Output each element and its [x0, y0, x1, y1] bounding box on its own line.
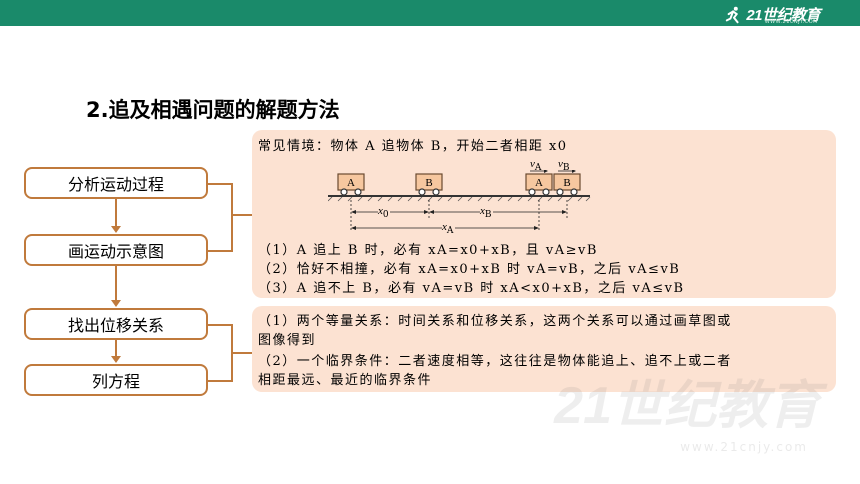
case-3: （3）A 追不上 B，必有 vA=vB 时 xA<x0+xB，之后 vA≤vB: [258, 277, 685, 296]
relation-line-2: 图像得到: [258, 333, 317, 348]
bracket-line: [208, 250, 232, 252]
bracket-line: [231, 183, 233, 252]
car-a-label: A: [535, 177, 543, 189]
case-2-text: （2）恰好不相撞，必有 xA=x0+xB 时 vA=vB，之后 vA≤vB: [258, 262, 681, 277]
arrow-down-icon: [111, 300, 121, 307]
length-label-xb: xB: [480, 205, 494, 220]
runner-logo-icon: [726, 6, 739, 23]
flow-step-analyze-motion: 分析运动过程: [24, 167, 208, 199]
relation-line-4: 相距最远、最近的临界条件: [258, 373, 433, 388]
velocity-label-b: vB: [558, 158, 572, 173]
key-relations-panel: （1）两个等量关系：时间关系和位移关系，这两个关系可以通过画草图或 图像得到 （…: [252, 306, 836, 392]
velocity-arrows: [530, 170, 576, 173]
scenario-intro-text: 常见情境：物体 A 追物体 B，开始二者相距 x0: [258, 139, 568, 154]
flow-step-label: 分析运动过程: [67, 175, 164, 194]
car-a-end: A: [525, 173, 553, 196]
bracket-line: [231, 352, 252, 354]
flow-step-label: 画运动示意图: [67, 242, 164, 261]
car-b-label: B: [425, 177, 432, 189]
brand-logo: 21世纪教育 WWW.21CNJY.COM: [725, 4, 820, 25]
case-2: （2）恰好不相撞，必有 xA=x0+xB 时 vA=vB，之后 vA≤vB: [258, 258, 680, 277]
length-label-x0: x0: [378, 205, 391, 220]
scenario-intro: 常见情境：物体 A 追物体 B，开始二者相距 x0: [258, 135, 568, 154]
flow-connector: [115, 199, 117, 226]
case-1-text: （1）A 追上 B 时，必有 xA=x0+xB，且 vA≥vB: [258, 243, 598, 258]
car-a-label: A: [347, 177, 355, 189]
relation-line-3: （2）一个临界条件：二者速度相等，这往往是物体能追上、追不上或二者: [258, 354, 732, 369]
bracket-line: [208, 183, 232, 185]
watermark-url: www.21cnjy.com: [680, 440, 808, 454]
pursuit-scenario-panel: 常见情境：物体 A 追物体 B，开始二者相距 x0 A B: [252, 130, 836, 298]
bracket-line: [231, 214, 252, 216]
arrow-down-icon: [111, 226, 121, 233]
relation-line-1: （1）两个等量关系：时间关系和位移关系，这两个关系可以通过画草图或: [258, 314, 732, 329]
case-1: （1）A 追上 B 时，必有 xA=x0+xB，且 vA≥vB: [258, 239, 598, 258]
flow-step-find-displacement: 找出位移关系: [24, 308, 208, 340]
ground-hatching: [328, 196, 591, 202]
dimension-arrowheads: [351, 210, 567, 230]
motion-diagram: A B A B: [328, 170, 591, 232]
bracket-line: [208, 380, 232, 382]
bracket-line: [208, 324, 232, 326]
car-b-end: B: [553, 173, 581, 196]
car-b-start: B: [415, 173, 443, 196]
flow-step-draw-diagram: 画运动示意图: [24, 234, 208, 266]
length-label-xa: xA: [442, 221, 455, 236]
flow-step-label: 找出位移关系: [67, 316, 164, 335]
flow-connector: [115, 266, 117, 300]
logo-text: 21世纪教育: [746, 7, 820, 24]
flow-step-write-equations: 列方程: [24, 364, 208, 396]
case-3-text: （3）A 追不上 B，必有 vA=vB 时 xA<x0+xB，之后 vA≤vB: [258, 281, 685, 296]
flow-connector: [115, 340, 117, 357]
car-b-label: B: [563, 177, 570, 189]
watermark-logo: 21世纪教育: [554, 377, 820, 435]
page-title: 2.追及相遇问题的解题方法: [86, 98, 340, 122]
top-bar: 21世纪教育 WWW.21CNJY.COM: [0, 0, 860, 26]
arrow-down-icon: [111, 356, 121, 363]
velocity-label-a: vA: [530, 158, 543, 173]
flow-step-label: 列方程: [91, 372, 140, 391]
car-a-start: A: [337, 173, 365, 196]
logo-subtext: WWW.21CNJY.COM: [764, 19, 818, 25]
